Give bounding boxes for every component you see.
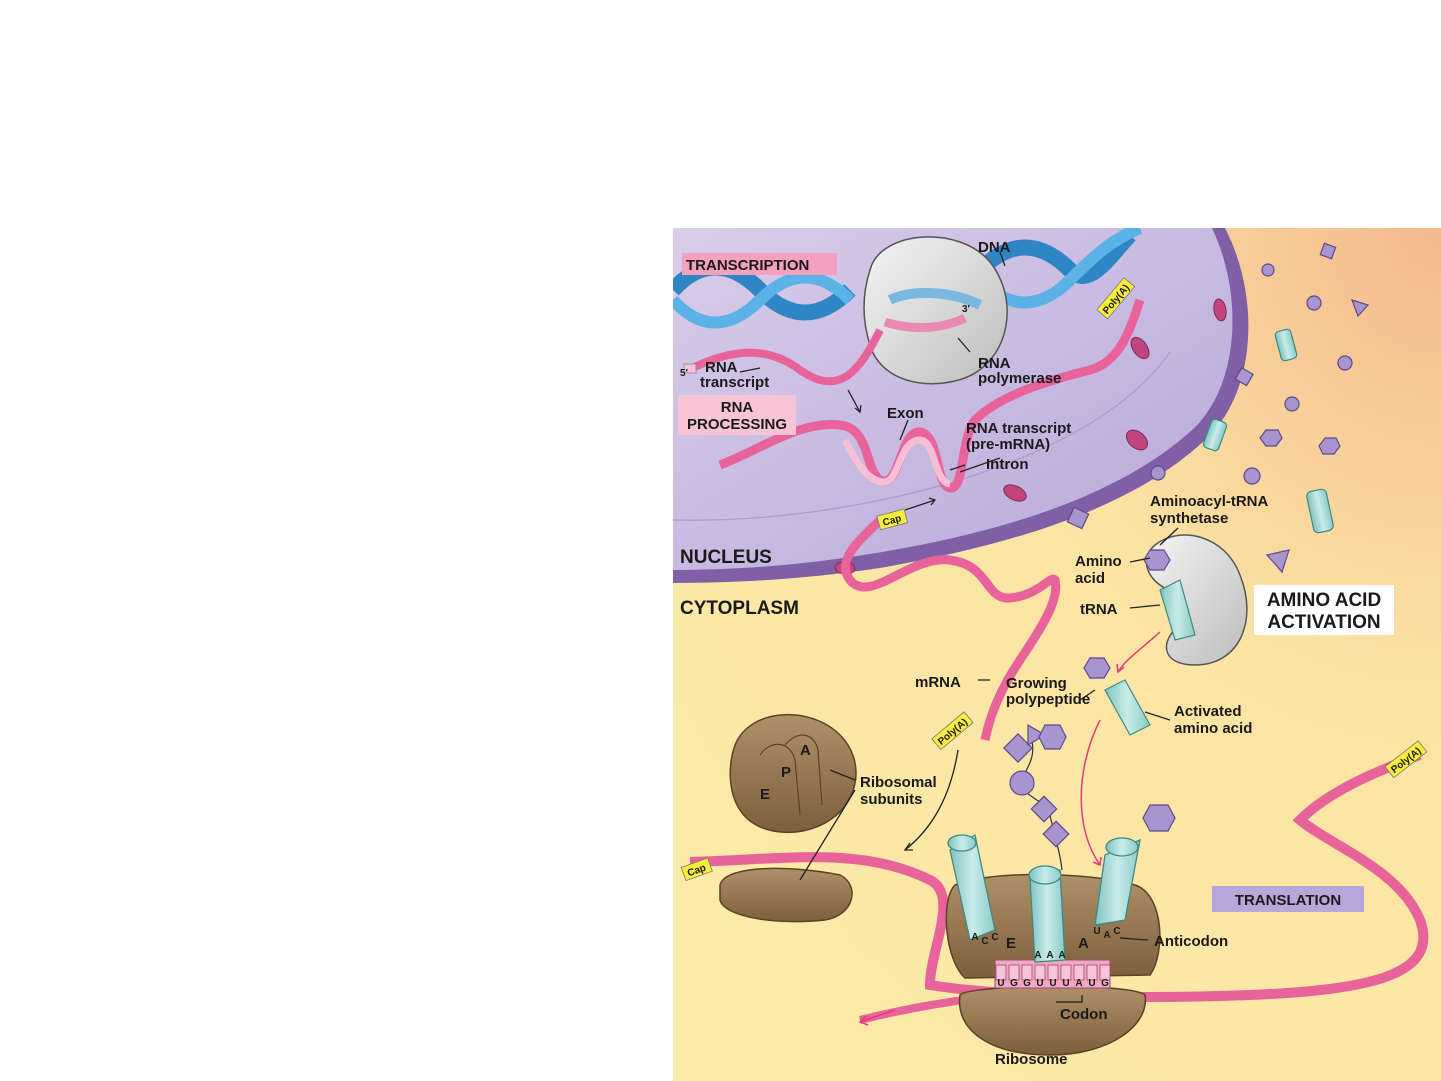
- anticodon-3: C: [991, 932, 998, 943]
- base-3: G: [1023, 978, 1031, 989]
- pre-mrna-label-1: RNA transcript: [966, 420, 1071, 437]
- base-5: U: [1049, 978, 1056, 989]
- rna-processing-label-1: RNA: [721, 399, 754, 416]
- rna-transcript-label-2: transcript: [700, 374, 769, 391]
- anticodon-4: A: [1034, 950, 1041, 961]
- nucleus-label: NUCLEUS: [680, 547, 772, 568]
- cap-tag-nucleus: Cap: [876, 508, 909, 531]
- cytoplasm-label: CYTOPLASM: [680, 598, 799, 619]
- process-arrows: [847, 389, 959, 851]
- base-7: A: [1075, 978, 1082, 989]
- rna-polymerase: [863, 236, 1008, 385]
- codon-bases: U G G U U U A U G: [995, 964, 1111, 989]
- growing-label-2: polypeptide: [1006, 691, 1090, 708]
- anticodon-9: C: [1113, 926, 1120, 937]
- pre-mrna: [718, 298, 1145, 493]
- mrna-translation: [689, 750, 1429, 1002]
- base-1: U: [997, 978, 1004, 989]
- rna-polymerase-label-1: RNA: [978, 355, 1011, 372]
- three-prime-label: 3′: [962, 304, 971, 315]
- aminoacyl-label-2: synthetase: [1150, 510, 1228, 527]
- svg-text:Cap: Cap: [882, 513, 903, 529]
- nuclear-pores: [834, 298, 1227, 575]
- anticodon-5: A: [1046, 950, 1053, 961]
- activation-label-1: AMINO ACID: [1267, 590, 1381, 611]
- intron-label: Intron: [986, 456, 1029, 473]
- activation-tag: [1254, 585, 1394, 635]
- diagram-panel: U G G U U U A U G A C C A A A U A C: [673, 228, 1441, 1081]
- activation-label-2: ACTIVATION: [1267, 612, 1380, 633]
- anticodon-bases: A C C A A A U A C: [971, 926, 1120, 961]
- rna-polymerase-label-2: polymerase: [978, 370, 1061, 387]
- pink-arrows: [858, 631, 1161, 1026]
- ribosomal-subunits: [719, 714, 857, 923]
- codon-label: Codon: [1060, 1006, 1107, 1023]
- base-9: G: [1101, 978, 1109, 989]
- transcription-label: TRANSCRIPTION: [686, 257, 809, 274]
- subunit-site-p: P: [781, 764, 791, 781]
- anticodon-6: A: [1058, 950, 1065, 961]
- rna-transcript-label-1: RNA: [705, 359, 738, 376]
- ribosomal-label-2: subunits: [860, 791, 923, 808]
- cap-tag-ribosome: Cap: [680, 857, 713, 882]
- free-trnas: [1202, 328, 1334, 534]
- growing-polypeptide: [1003, 723, 1070, 871]
- ribosome-label: Ribosome: [995, 1051, 1068, 1068]
- rna-processing-tag: [678, 395, 796, 435]
- base-4: U: [1036, 978, 1043, 989]
- mrna-label: mRNA: [915, 674, 961, 691]
- activated-label-2: amino acid: [1174, 720, 1252, 737]
- anticodon-8: A: [1103, 930, 1110, 941]
- trna-label: tRNA: [1080, 601, 1118, 618]
- trna-molecules: [947, 833, 1141, 963]
- transcription-tag: [682, 253, 837, 275]
- subunit-site-a: A: [800, 742, 811, 759]
- ribosome-site-e: E: [1006, 935, 1016, 952]
- ribosomal-label-1: Ribosomal: [860, 774, 937, 791]
- pre-mrna-label-2: (pre-mRNA): [966, 436, 1050, 453]
- base-8: U: [1088, 978, 1095, 989]
- anticodon-label: Anticodon: [1154, 933, 1228, 950]
- translation-tag: [1212, 886, 1364, 912]
- subunit-site-e: E: [760, 786, 770, 803]
- ribosome-site-a: A: [1078, 935, 1089, 952]
- mrna-strand: [840, 516, 1061, 741]
- amino-acid-label-2: acid: [1075, 570, 1105, 587]
- leader-lines: [739, 251, 1179, 1003]
- base-2: G: [1010, 978, 1018, 989]
- activated-trna: [1104, 679, 1151, 736]
- growing-label-1: Growing: [1006, 675, 1067, 692]
- anticodon-2: C: [981, 936, 988, 947]
- rna-transcript: [686, 328, 884, 386]
- activated-label-1: Activated: [1174, 703, 1242, 720]
- aminoacyl-label-1: Aminoacyl-tRNA: [1150, 493, 1269, 510]
- anticodon-7: U: [1093, 926, 1100, 937]
- exon-label: Exon: [887, 405, 924, 422]
- amino-acids: [1066, 242, 1370, 832]
- translation-label: TRANSLATION: [1235, 892, 1341, 909]
- base-6: U: [1062, 978, 1069, 989]
- rna-processing-label-2: PROCESSING: [687, 416, 787, 433]
- five-prime-label: 5′: [680, 368, 689, 379]
- dna-label: DNA: [978, 239, 1011, 256]
- anticodon-1: A: [971, 932, 978, 943]
- amino-acid-label-1: Amino: [1075, 553, 1122, 570]
